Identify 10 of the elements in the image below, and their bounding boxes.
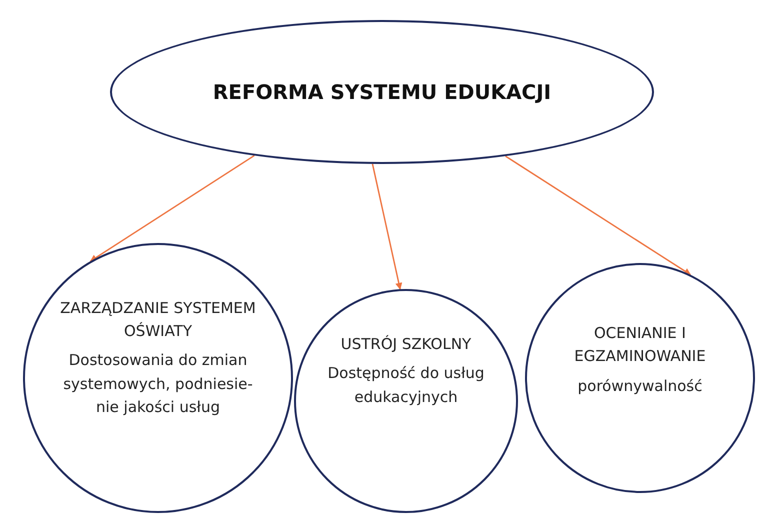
node-heading: USTRÓJ SZKOLNY bbox=[340, 334, 472, 356]
node-heading: OCENIANIE I EGZAMINOWANIE bbox=[573, 323, 707, 368]
node-description: porównywalność bbox=[578, 376, 702, 397]
arrow bbox=[90, 154, 255, 262]
arrow bbox=[372, 164, 402, 290]
node-description: Dostosowania do zmian systemowych, podniesie-nie jakości usług bbox=[62, 350, 254, 418]
node-heading: REFORMA SYSTEMU EDUKACJI bbox=[212, 78, 552, 106]
node-heading: ZARZĄDZANIE SYSTEMEM OŚWIATY bbox=[59, 298, 257, 342]
node-description: Dostępność do usług edukacyjnych bbox=[326, 363, 486, 408]
arrow bbox=[505, 156, 691, 276]
